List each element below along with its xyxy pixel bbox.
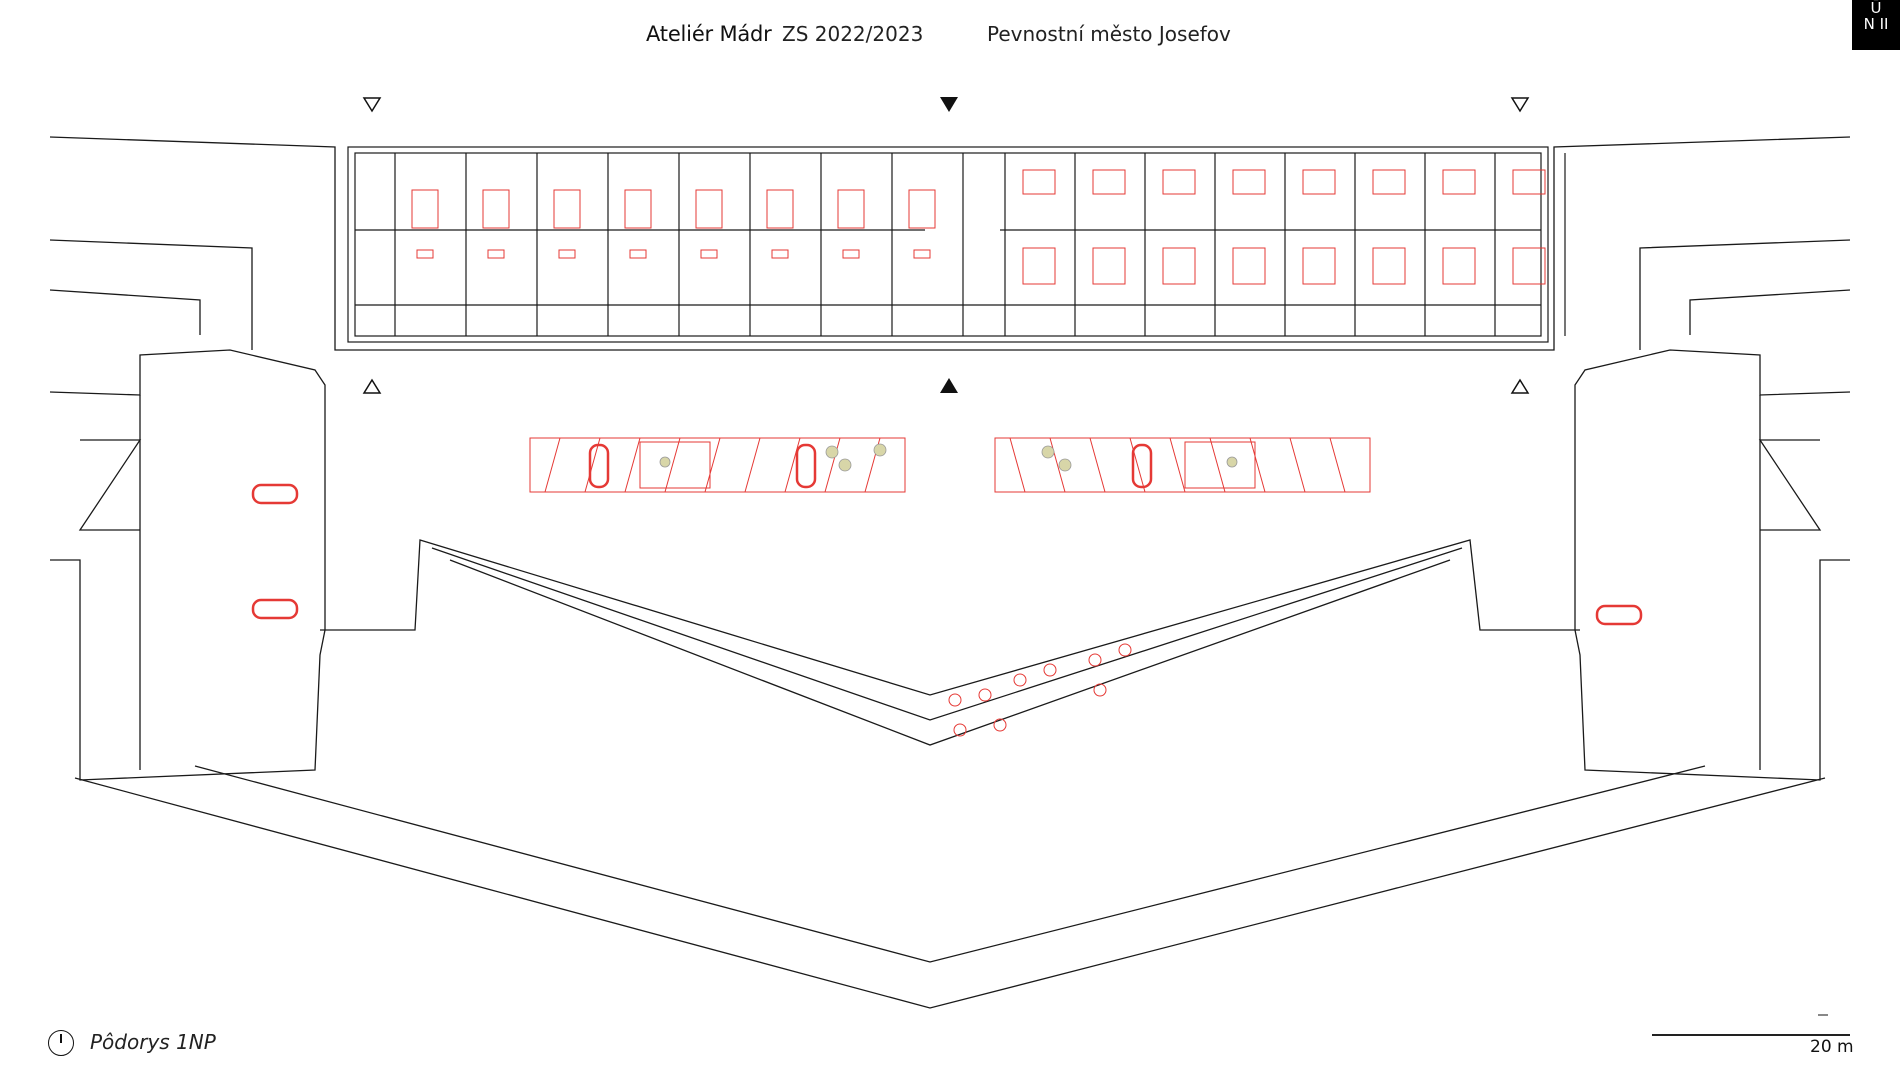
logo-line-1: Ū xyxy=(1870,0,1882,17)
parking-stripe xyxy=(1169,437,1186,493)
studio-name: Ateliér Mádr xyxy=(646,22,772,46)
cafe-table xyxy=(993,718,1007,732)
unit-furniture xyxy=(482,189,510,229)
car-icon xyxy=(795,443,817,489)
scale-tick xyxy=(1818,1014,1828,1016)
unit-furniture xyxy=(1372,169,1406,195)
unit-furniture xyxy=(553,189,581,229)
unit-furniture xyxy=(416,249,434,259)
unit-furniture xyxy=(1022,169,1056,195)
parking-stripe xyxy=(784,437,801,493)
unit-furniture xyxy=(1162,169,1196,195)
parking-stripe xyxy=(1049,437,1066,493)
tree-icon xyxy=(838,458,852,472)
car-icon xyxy=(588,443,610,489)
unit-furniture xyxy=(1162,247,1196,285)
section-marker-icon xyxy=(362,378,382,394)
unit-furniture xyxy=(700,249,718,259)
tree-icon xyxy=(1058,458,1072,472)
unit-furniture xyxy=(766,189,794,229)
parking-stripe xyxy=(1009,437,1026,493)
unit-furniture xyxy=(1232,247,1266,285)
section-markers xyxy=(362,97,1530,394)
parking-stripe xyxy=(1129,437,1146,493)
tree-icon xyxy=(1041,445,1055,459)
cafe-table xyxy=(978,688,992,702)
parking-stripe xyxy=(1249,437,1266,493)
unit-furniture xyxy=(1022,247,1056,285)
tree-icon xyxy=(825,445,839,459)
unit-furniture xyxy=(1302,169,1336,195)
section-marker-icon xyxy=(940,97,958,112)
parking-stripe xyxy=(624,437,641,493)
unit-furniture xyxy=(771,249,789,259)
section-marker-icon xyxy=(1510,378,1530,394)
parking-stripe xyxy=(744,437,761,493)
unit-furniture xyxy=(1232,169,1266,195)
tree-icon xyxy=(659,456,671,468)
parking-stripe xyxy=(1089,437,1106,493)
site-outline xyxy=(49,136,1851,1009)
parking-stripe xyxy=(704,437,721,493)
scale-label: 20 m xyxy=(1810,1037,1854,1057)
unit-furniture xyxy=(1442,169,1476,195)
unit-furniture xyxy=(913,249,931,259)
unit-furniture xyxy=(1372,247,1406,285)
parking-stripe xyxy=(544,437,561,493)
trees xyxy=(659,443,1238,472)
cafe-table xyxy=(1088,653,1102,667)
cafe-table xyxy=(953,723,967,737)
unit-furniture xyxy=(629,249,647,259)
parking-stripe xyxy=(664,437,681,493)
section-marker-icon xyxy=(1510,97,1530,113)
cafe-table xyxy=(1118,643,1132,657)
unit-furniture xyxy=(908,189,936,229)
section-marker-icon xyxy=(362,97,382,113)
unit-furniture xyxy=(1302,247,1336,285)
tree-icon xyxy=(1226,456,1238,468)
scale-bar xyxy=(1652,1034,1850,1036)
semester-label: ZS 2022/2023 xyxy=(782,22,924,46)
section-marker-icon xyxy=(940,378,958,393)
unit-furniture xyxy=(624,189,652,229)
logo-line-2: N II xyxy=(1863,15,1889,33)
unit-furniture xyxy=(1442,247,1476,285)
unit-furniture xyxy=(411,189,439,229)
unit-furniture xyxy=(842,249,860,259)
unit-furniture xyxy=(695,189,723,229)
unit-furniture xyxy=(1512,169,1546,195)
project-title: Pevnostní město Josefov xyxy=(987,22,1231,46)
unit-furniture xyxy=(1092,169,1126,195)
unit-furniture xyxy=(487,249,505,259)
north-row-building xyxy=(347,146,1566,343)
red-interior-layer xyxy=(411,169,1546,737)
parking-stripe xyxy=(584,437,601,493)
parking-stripe xyxy=(1329,437,1346,493)
unit-furniture xyxy=(1092,247,1126,285)
unit-furniture xyxy=(1512,247,1546,285)
car-icon xyxy=(1595,604,1643,626)
parking-stripe xyxy=(1289,437,1306,493)
tree-icon xyxy=(873,443,887,457)
car-icon xyxy=(251,483,299,505)
parking-stripe xyxy=(1209,437,1226,493)
drawing-caption: Pôdorys 1NP xyxy=(90,1030,216,1054)
cafe-table xyxy=(948,693,962,707)
parked-cars xyxy=(251,443,1643,626)
cafe-table xyxy=(1093,683,1107,697)
cafe-table xyxy=(1013,673,1027,687)
institution-logo: Ū N II xyxy=(1852,0,1900,50)
unit-furniture xyxy=(837,189,865,229)
cafe-table xyxy=(1043,663,1057,677)
car-icon xyxy=(251,598,299,620)
parking-stripe xyxy=(824,437,841,493)
north-arrow-icon xyxy=(48,1030,74,1056)
title-bar: Ateliér Mádr ZS 2022/2023 Pevnostní měst… xyxy=(0,10,1900,50)
unit-furniture xyxy=(558,249,576,259)
car-icon xyxy=(1131,443,1153,489)
